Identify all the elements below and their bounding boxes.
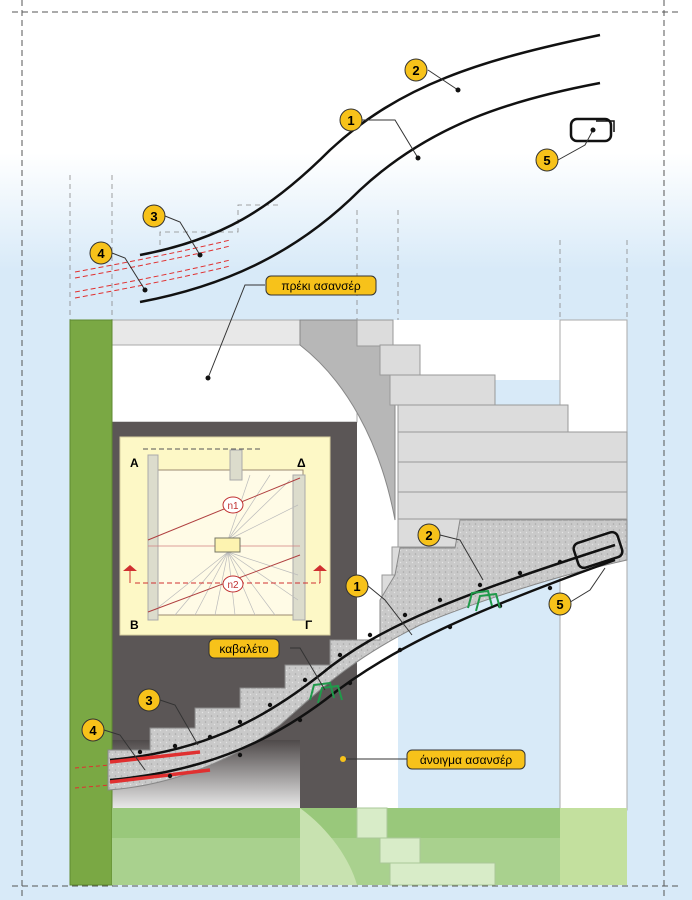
callout-section-1: 1 <box>345 574 369 598</box>
slab-edge-upper <box>139 33 601 257</box>
frame-dashed-border <box>12 0 680 900</box>
svg-text:4: 4 <box>97 246 105 261</box>
callout-top-1: 1 <box>339 108 363 132</box>
plan-marker-n1 <box>222 496 244 514</box>
label-trestle: καβαλέτο <box>208 638 280 659</box>
callout-top-5: 5 <box>535 148 559 172</box>
corner-label-b: Β <box>130 618 139 632</box>
plan-label-n1: n1 <box>227 501 239 512</box>
top-plan-view <box>74 33 615 304</box>
top-rebar <box>109 543 616 762</box>
end-rebar-icon <box>572 530 624 570</box>
callout-section-5: 5 <box>548 592 572 616</box>
stairs-lower <box>356 807 496 886</box>
concrete-slab <box>107 519 628 791</box>
svg-text:καβαλέτο: καβαλέτο <box>219 642 269 656</box>
svg-text:5: 5 <box>543 153 550 168</box>
stair-plan-inset: n1 n2 Α Δ Β Γ <box>119 436 331 636</box>
guide-lines <box>69 175 628 320</box>
label-elevator-opening: άνοιγμα ασανσέρ <box>406 749 526 770</box>
bottom-rebar <box>109 558 616 782</box>
svg-text:άνοιγμα ασανσέρ: άνοιγμα ασανσέρ <box>420 753 513 767</box>
svg-text:3: 3 <box>150 209 157 224</box>
plan-marker-n2 <box>222 575 244 593</box>
corner-label-a: Α <box>130 456 139 470</box>
svg-text:2: 2 <box>412 63 419 78</box>
rebar-section-icon <box>569 117 613 143</box>
svg-text:3: 3 <box>145 693 152 708</box>
svg-text:1: 1 <box>347 113 354 128</box>
corner-label-d: Δ <box>297 456 306 470</box>
callout-section-4: 4 <box>81 718 105 742</box>
callout-section-2: 2 <box>417 523 441 547</box>
svg-text:4: 4 <box>89 723 97 738</box>
leader-lines <box>103 69 606 771</box>
callout-top-2: 2 <box>404 58 428 82</box>
svg-text:2: 2 <box>425 528 432 543</box>
plan-label-n2: n2 <box>227 580 239 591</box>
svg-text:πρέκι ασανσέρ: πρέκι ασανσέρ <box>281 279 360 293</box>
arch <box>299 319 396 521</box>
corner-label-g: Γ <box>305 618 313 632</box>
svg-text:5: 5 <box>556 597 563 612</box>
callout-top-4: 4 <box>89 241 113 265</box>
svg-text:1: 1 <box>353 579 360 594</box>
callout-top-3: 3 <box>142 204 166 228</box>
left-wall <box>69 319 113 886</box>
slab-edge-lower <box>139 81 601 304</box>
callout-section-3: 3 <box>137 688 161 712</box>
rebar-dots <box>137 559 563 779</box>
label-lintel: πρέκι ασανσέρ <box>265 275 377 296</box>
